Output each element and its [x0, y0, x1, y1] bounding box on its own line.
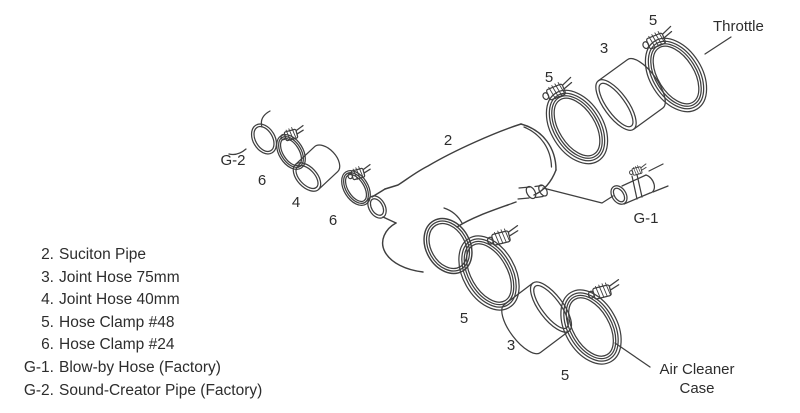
legend-item-number: 3. — [41, 268, 54, 286]
top-chain — [533, 25, 732, 176]
legend-item-label: Joint Hose 40mm — [59, 291, 180, 309]
legend-item: 3. Joint Hose 75mm — [18, 267, 262, 290]
suction-pipe-2 — [367, 123, 557, 275]
callout-6-right: 6 — [328, 212, 338, 229]
legend-item-number: 6. — [41, 336, 54, 354]
clamp-screw-icon — [278, 123, 307, 144]
air-cleaner-line2: Case — [679, 380, 715, 397]
legend-item-number: G-2. — [23, 381, 54, 399]
pipe-inlet-stub — [367, 188, 397, 224]
joint-hose-40 — [287, 139, 346, 197]
legend-item-number: 5. — [41, 313, 54, 331]
callout-4-hose: 4 — [291, 194, 301, 211]
blow-by-nipple — [517, 184, 548, 200]
legend-item-label: Blow-by Hose (Factory) — [59, 358, 221, 376]
callout-5-upper-outer: 5 — [648, 12, 658, 29]
clamp-screw-icon — [586, 279, 623, 302]
legend-item-label: Sound-Creator Pipe (Factory) — [59, 381, 263, 399]
throttle-leader-line — [704, 36, 732, 55]
pipe-bottom-port — [423, 217, 473, 275]
legend-item: G-2. Sound-Creator Pipe (Factory) — [18, 380, 262, 403]
callout-5-lower-outer: 5 — [560, 367, 570, 384]
callout-6-left: 6 — [257, 172, 267, 189]
callout-3-lower: 3 — [506, 337, 516, 354]
air-cleaner-line1: Air Cleaner — [659, 361, 735, 378]
clamp-screw-icon — [627, 162, 649, 178]
legend-item-label: Hose Clamp #48 — [59, 313, 175, 331]
callout-5-lower-inner: 5 — [459, 310, 469, 327]
legend-item: 4. Joint Hose 40mm — [18, 289, 262, 312]
legend-item-number: 2. — [41, 246, 54, 263]
parts-legend: 2. Suciton Pipe 3. Joint Hose 75mm 4. Joint… — [18, 244, 262, 402]
legend-item: G-1. Blow-by Hose (Factory) — [18, 357, 262, 380]
hose-clamp-24-left — [270, 128, 312, 176]
left-chain — [228, 110, 377, 212]
callout-2-suction-pipe: 2 — [443, 132, 453, 149]
legend-item: 6. Hose Clamp #24 — [18, 334, 262, 357]
legend-item: 5. Hose Clamp #48 — [18, 312, 262, 335]
air-cleaner-leader-line — [614, 342, 651, 368]
g1-blow-by-hose — [542, 162, 669, 205]
legend-item-number: 4. — [41, 291, 54, 309]
legend-item: 2. Suciton Pipe — [18, 244, 262, 267]
legend-item-label: Joint Hose 75mm — [59, 268, 180, 286]
callout-g2: G-2 — [220, 152, 246, 169]
g1-leader-line — [542, 187, 614, 204]
clamp-screw-icon — [485, 225, 522, 248]
legend-item-label: Suciton Pipe — [59, 246, 147, 263]
callout-throttle: Throttle — [713, 18, 764, 35]
legend-item-label: Hose Clamp #24 — [59, 336, 175, 354]
hose-clamp-48-lower-outer — [547, 278, 635, 376]
bottom-chain — [445, 224, 651, 376]
callout-g1: G-1 — [633, 210, 659, 227]
callout-3-upper: 3 — [599, 40, 609, 57]
g2-sound-creator-pipe — [228, 110, 278, 156]
callout-5-upper-inner: 5 — [544, 69, 554, 86]
legend-item-number: G-1. — [23, 358, 54, 376]
